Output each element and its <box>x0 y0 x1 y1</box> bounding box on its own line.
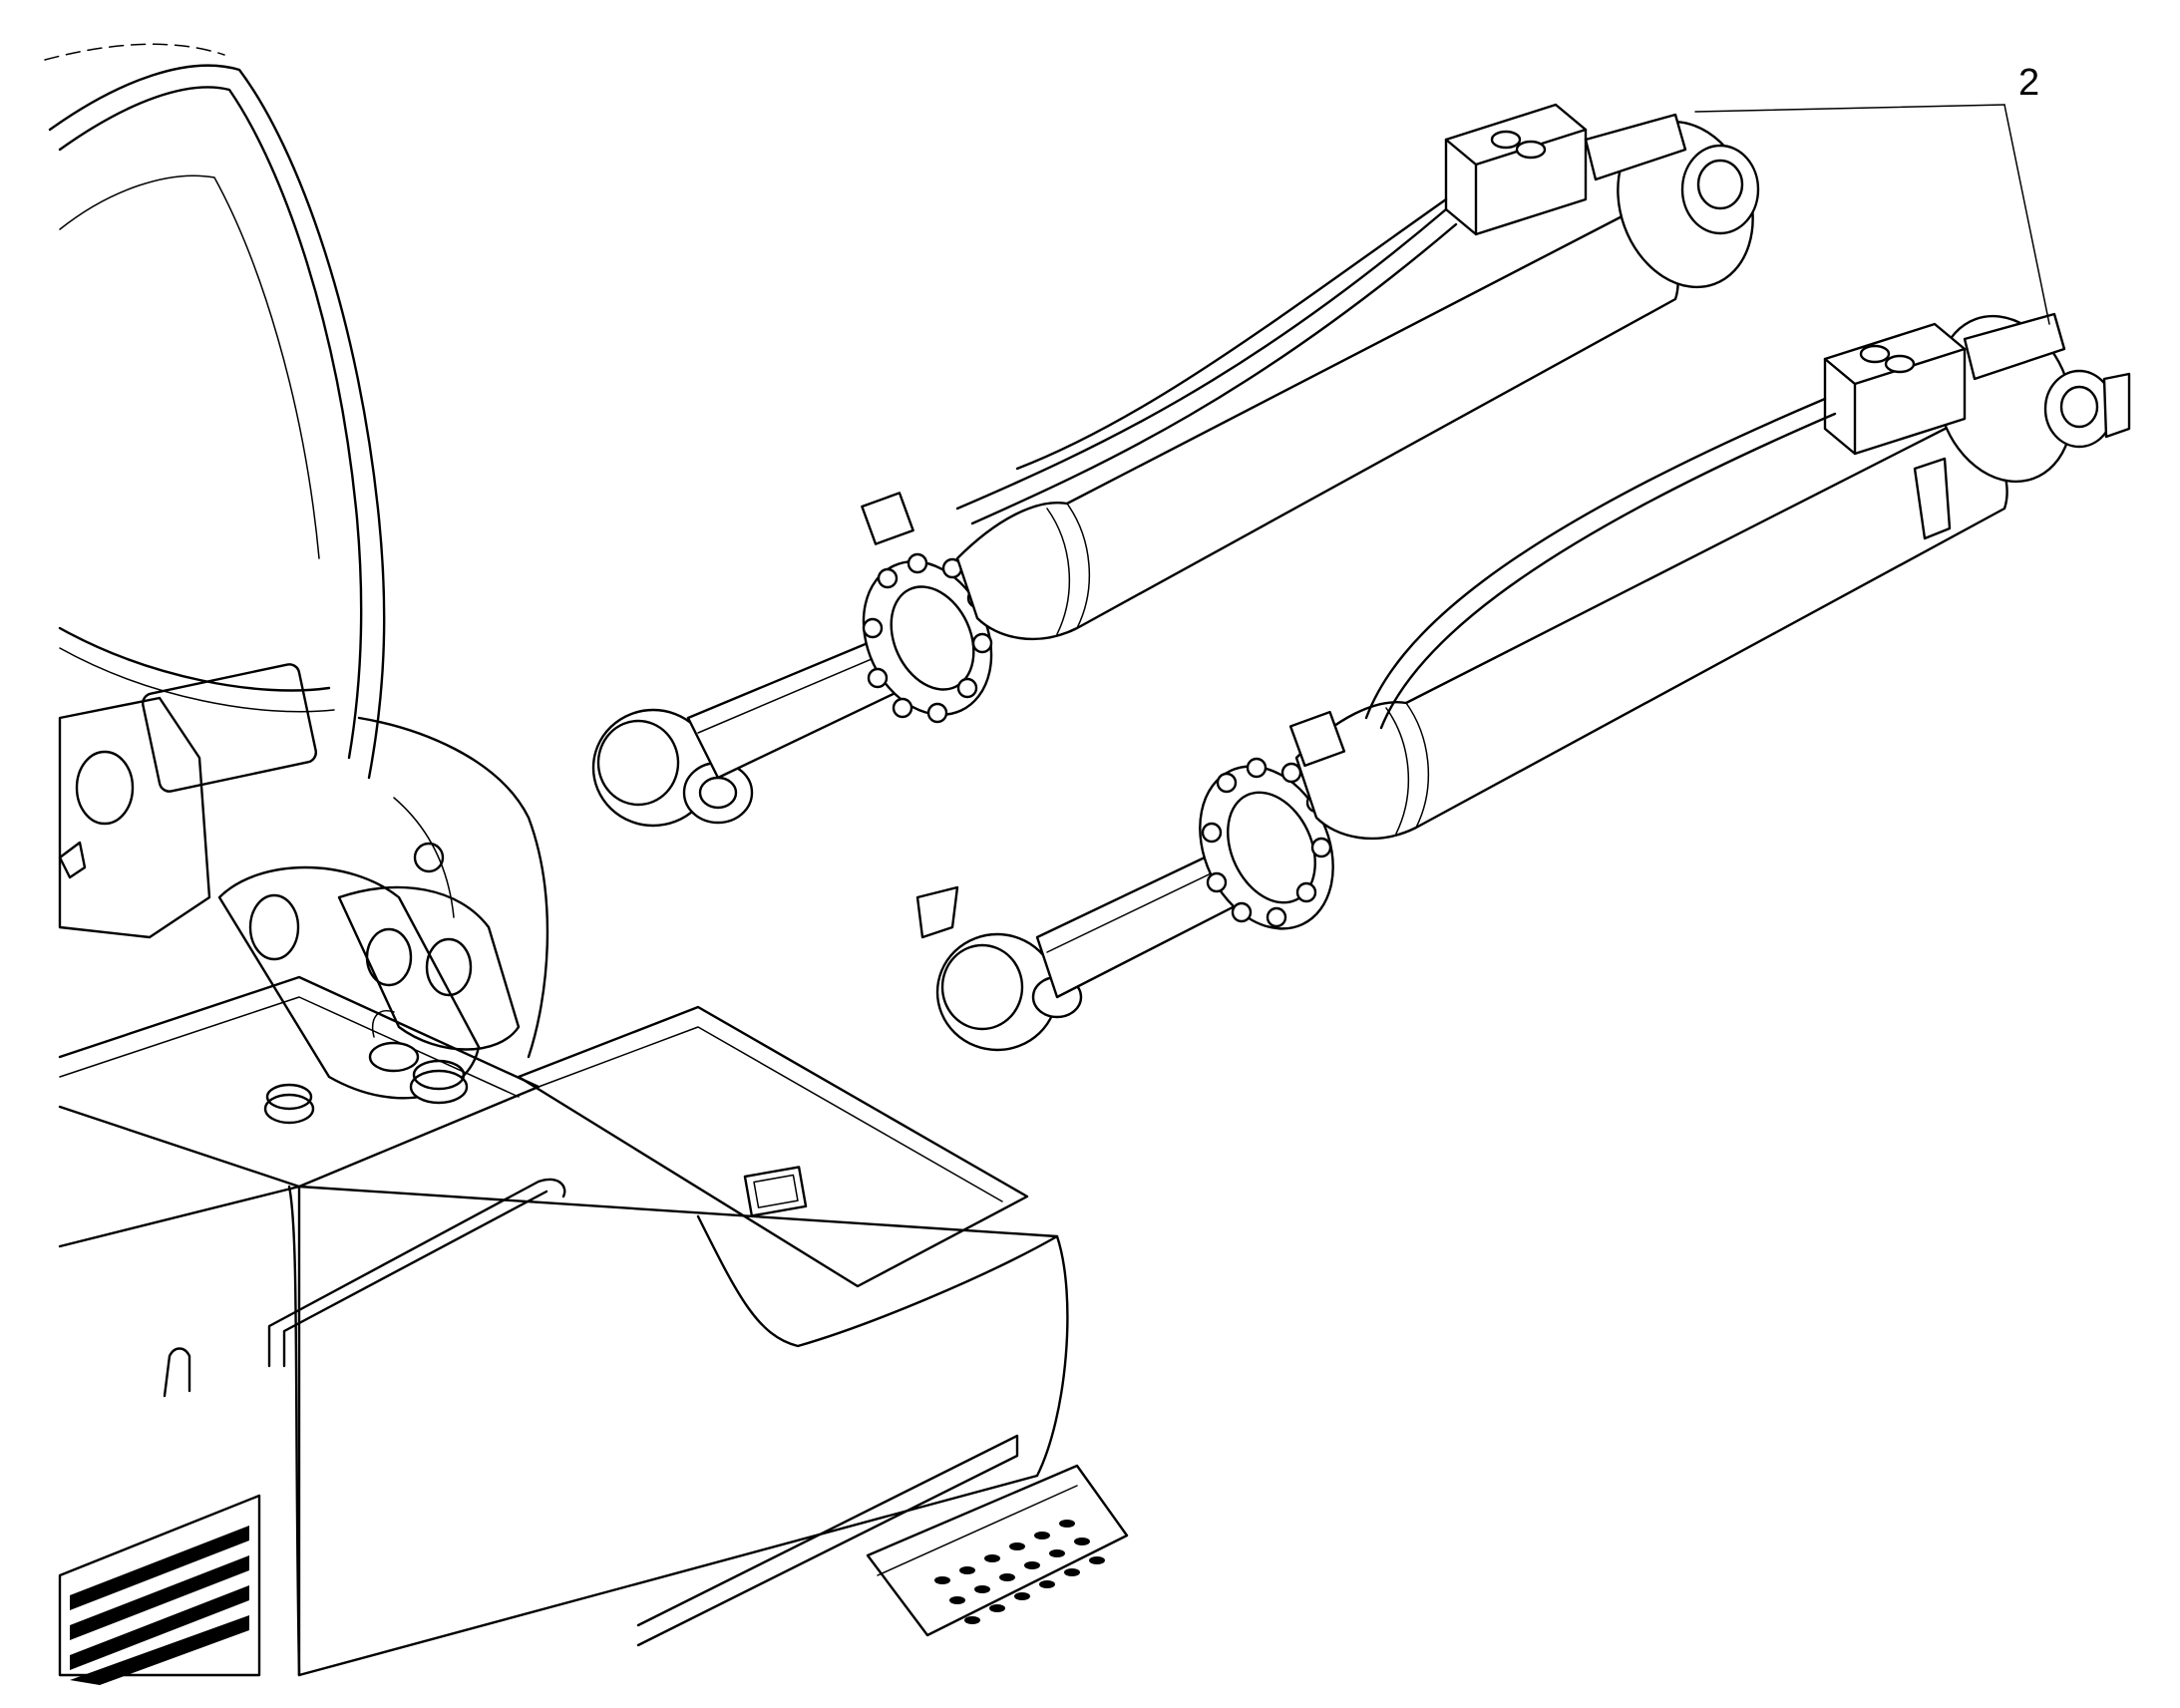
callout-number: 2 <box>2018 62 2039 104</box>
grille <box>58 1494 261 1685</box>
machine-body <box>44 43 1129 1685</box>
step-plate <box>866 1464 1129 1637</box>
hydraulic-cylinder-upper <box>591 103 1760 828</box>
hydraulic-cylinder-lower <box>915 312 2131 1052</box>
callout-2: 2 <box>1694 62 2050 325</box>
